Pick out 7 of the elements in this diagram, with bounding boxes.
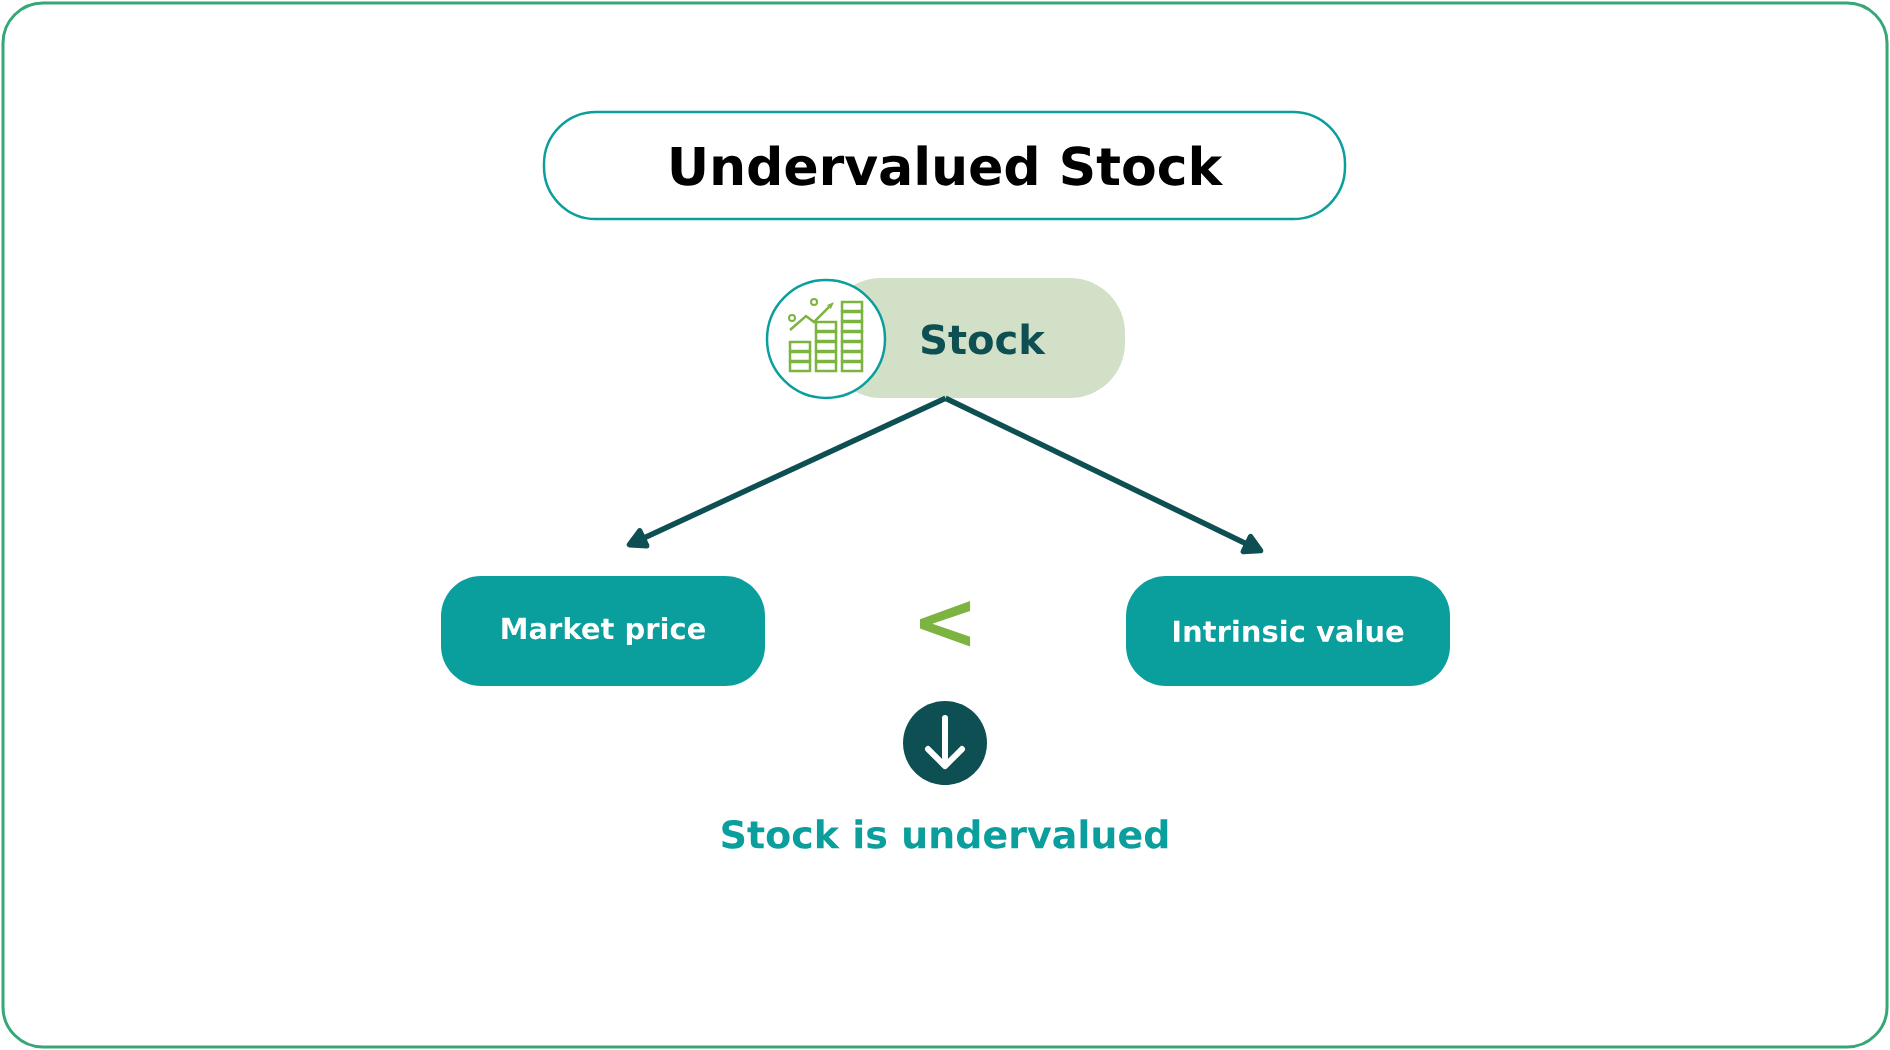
- title-box: Undervalued Stock: [542, 110, 1347, 221]
- arrow: [944, 395, 1264, 555]
- value-box: Market price: [441, 576, 765, 686]
- value-box: Intrinsic value: [1126, 576, 1450, 686]
- less-than-sign: <: [919, 601, 971, 647]
- arrow: [626, 395, 947, 549]
- result-text: Stock is undervalued: [722, 819, 1168, 849]
